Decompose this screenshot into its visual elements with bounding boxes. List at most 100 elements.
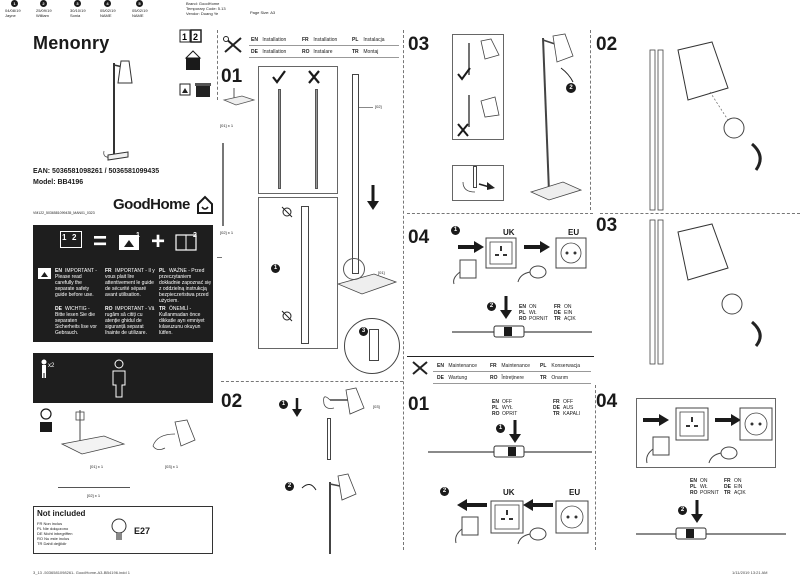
header-name: Jayne: [5, 13, 16, 18]
bulb-install-view: [649, 41, 762, 211]
svg-text:1: 1: [136, 232, 140, 239]
tools-icon: [223, 36, 242, 53]
header-date: 05/02/19: [100, 8, 116, 13]
page-title: Menonry: [33, 33, 110, 53]
header-circle: 2: [40, 0, 47, 7]
part-label-02-step: [02] x 1: [220, 230, 234, 235]
equals-sign: =: [93, 228, 108, 255]
divider-v: [590, 30, 591, 210]
arrow-left-icon: [457, 499, 487, 511]
base-label-01: [01]: [378, 270, 385, 275]
base-plate-part: [60, 410, 126, 455]
lamp-head-rotate: [301, 473, 357, 554]
maint-en: EN Maintenance: [437, 363, 478, 369]
maint-tr: TR Onarım: [540, 375, 569, 381]
unbox-icon: [184, 50, 202, 70]
svg-text:2: 2: [193, 232, 197, 239]
check-icon: [457, 67, 471, 81]
part-label-01-step: [01] x 1: [220, 123, 234, 128]
temp-code: Temporary Code: 5.13: [186, 6, 226, 11]
arrow-right-icon: [715, 414, 741, 426]
screw-detail-box: 1: [258, 197, 338, 349]
not-included-box: Not included FR Non inclus PL Nie dołącz…: [33, 506, 213, 554]
header-date: 04/08/19: [5, 8, 21, 13]
cable-clip: [462, 181, 495, 193]
divider-v: [595, 385, 596, 550]
leader-line: [359, 107, 373, 108]
maint-pl: PL Konserwacja: [540, 363, 581, 369]
divider-v: [217, 30, 218, 100]
step-bubble-2: 2: [285, 482, 294, 491]
eu-label-maint: EU: [569, 488, 581, 497]
step-03-right-number: 03: [596, 215, 618, 236]
step-bubble-3: 3: [359, 327, 368, 336]
uk-plug-icon: [646, 436, 670, 464]
press-arrow-icon: [691, 500, 703, 523]
maint-ro: RO Întreținere: [490, 375, 524, 381]
uk-socket-icon: [485, 237, 517, 269]
read-manual-small-icon: [179, 83, 191, 96]
box-bin-icon: [195, 83, 211, 97]
legend-rule: [249, 57, 399, 58]
divider: [217, 257, 222, 258]
install-pl: PL Instalacja: [352, 37, 385, 43]
legend-rule: [433, 371, 591, 372]
plus-sign: +: [151, 228, 166, 255]
not-included-line: TR Dahil değildir: [37, 541, 67, 546]
vendor: Vendor: Duang Ye: [186, 11, 219, 16]
header-date: 30/10/19: [70, 8, 86, 13]
detail-circle: [343, 258, 365, 280]
not-included-line: DE Nicht inbegriffen: [37, 531, 73, 536]
bulb-type: E27: [134, 526, 151, 536]
cross-icon: [308, 70, 320, 84]
ean-text: EAN: 5036581098261 / 5036581099435: [33, 168, 160, 175]
header-circle: 4: [104, 0, 111, 7]
page-size: Page Size: A3: [250, 10, 276, 15]
lamp-head-part: [152, 419, 196, 450]
unplug-box: [636, 398, 776, 468]
pole-step02: [327, 418, 331, 460]
svg-text:2: 2: [193, 32, 198, 42]
divider: [407, 213, 593, 214]
down-arrow-icon: [367, 185, 379, 210]
box-icon: [40, 408, 52, 432]
header-name: Sonia: [70, 13, 81, 18]
arrow-right-icon: [458, 241, 484, 253]
manual-icon: 1: [119, 232, 140, 250]
part-label-01: [01] x 1: [90, 464, 104, 469]
small-code: VM122_5036581099435_MAN01_0323: [33, 211, 95, 215]
piece-num: 1: [62, 233, 67, 242]
base-plate-assembly: [336, 273, 398, 295]
model-text: Model: BB4196: [33, 179, 84, 186]
press-arrow-icon: [500, 296, 512, 319]
eu-socket-icon: [739, 407, 773, 441]
eu-socket-icon: [555, 500, 589, 534]
piece-num: 2: [72, 233, 77, 242]
header-circle: 1: [11, 0, 18, 7]
pole-assembly: [352, 74, 359, 274]
inline-switch-icon: [428, 445, 592, 458]
lamp-illustration: [103, 60, 133, 161]
footer-date: 1/11/2019 13:21 AM: [732, 570, 768, 575]
step-bubble-2: 2: [566, 83, 576, 93]
screw-icon: [281, 206, 293, 218]
eu-label: EU: [568, 228, 580, 237]
read-manual-icon: [38, 268, 51, 279]
uk-plug-icon: [455, 516, 479, 544]
step-bubble-2: 2: [487, 302, 496, 311]
header-circle: 5: [136, 0, 143, 7]
maint-de: DE Wartung: [437, 375, 468, 381]
maint-step-04-number: 04: [596, 391, 618, 412]
person-standing-icon: [112, 359, 126, 398]
pole-detail: [301, 206, 309, 344]
